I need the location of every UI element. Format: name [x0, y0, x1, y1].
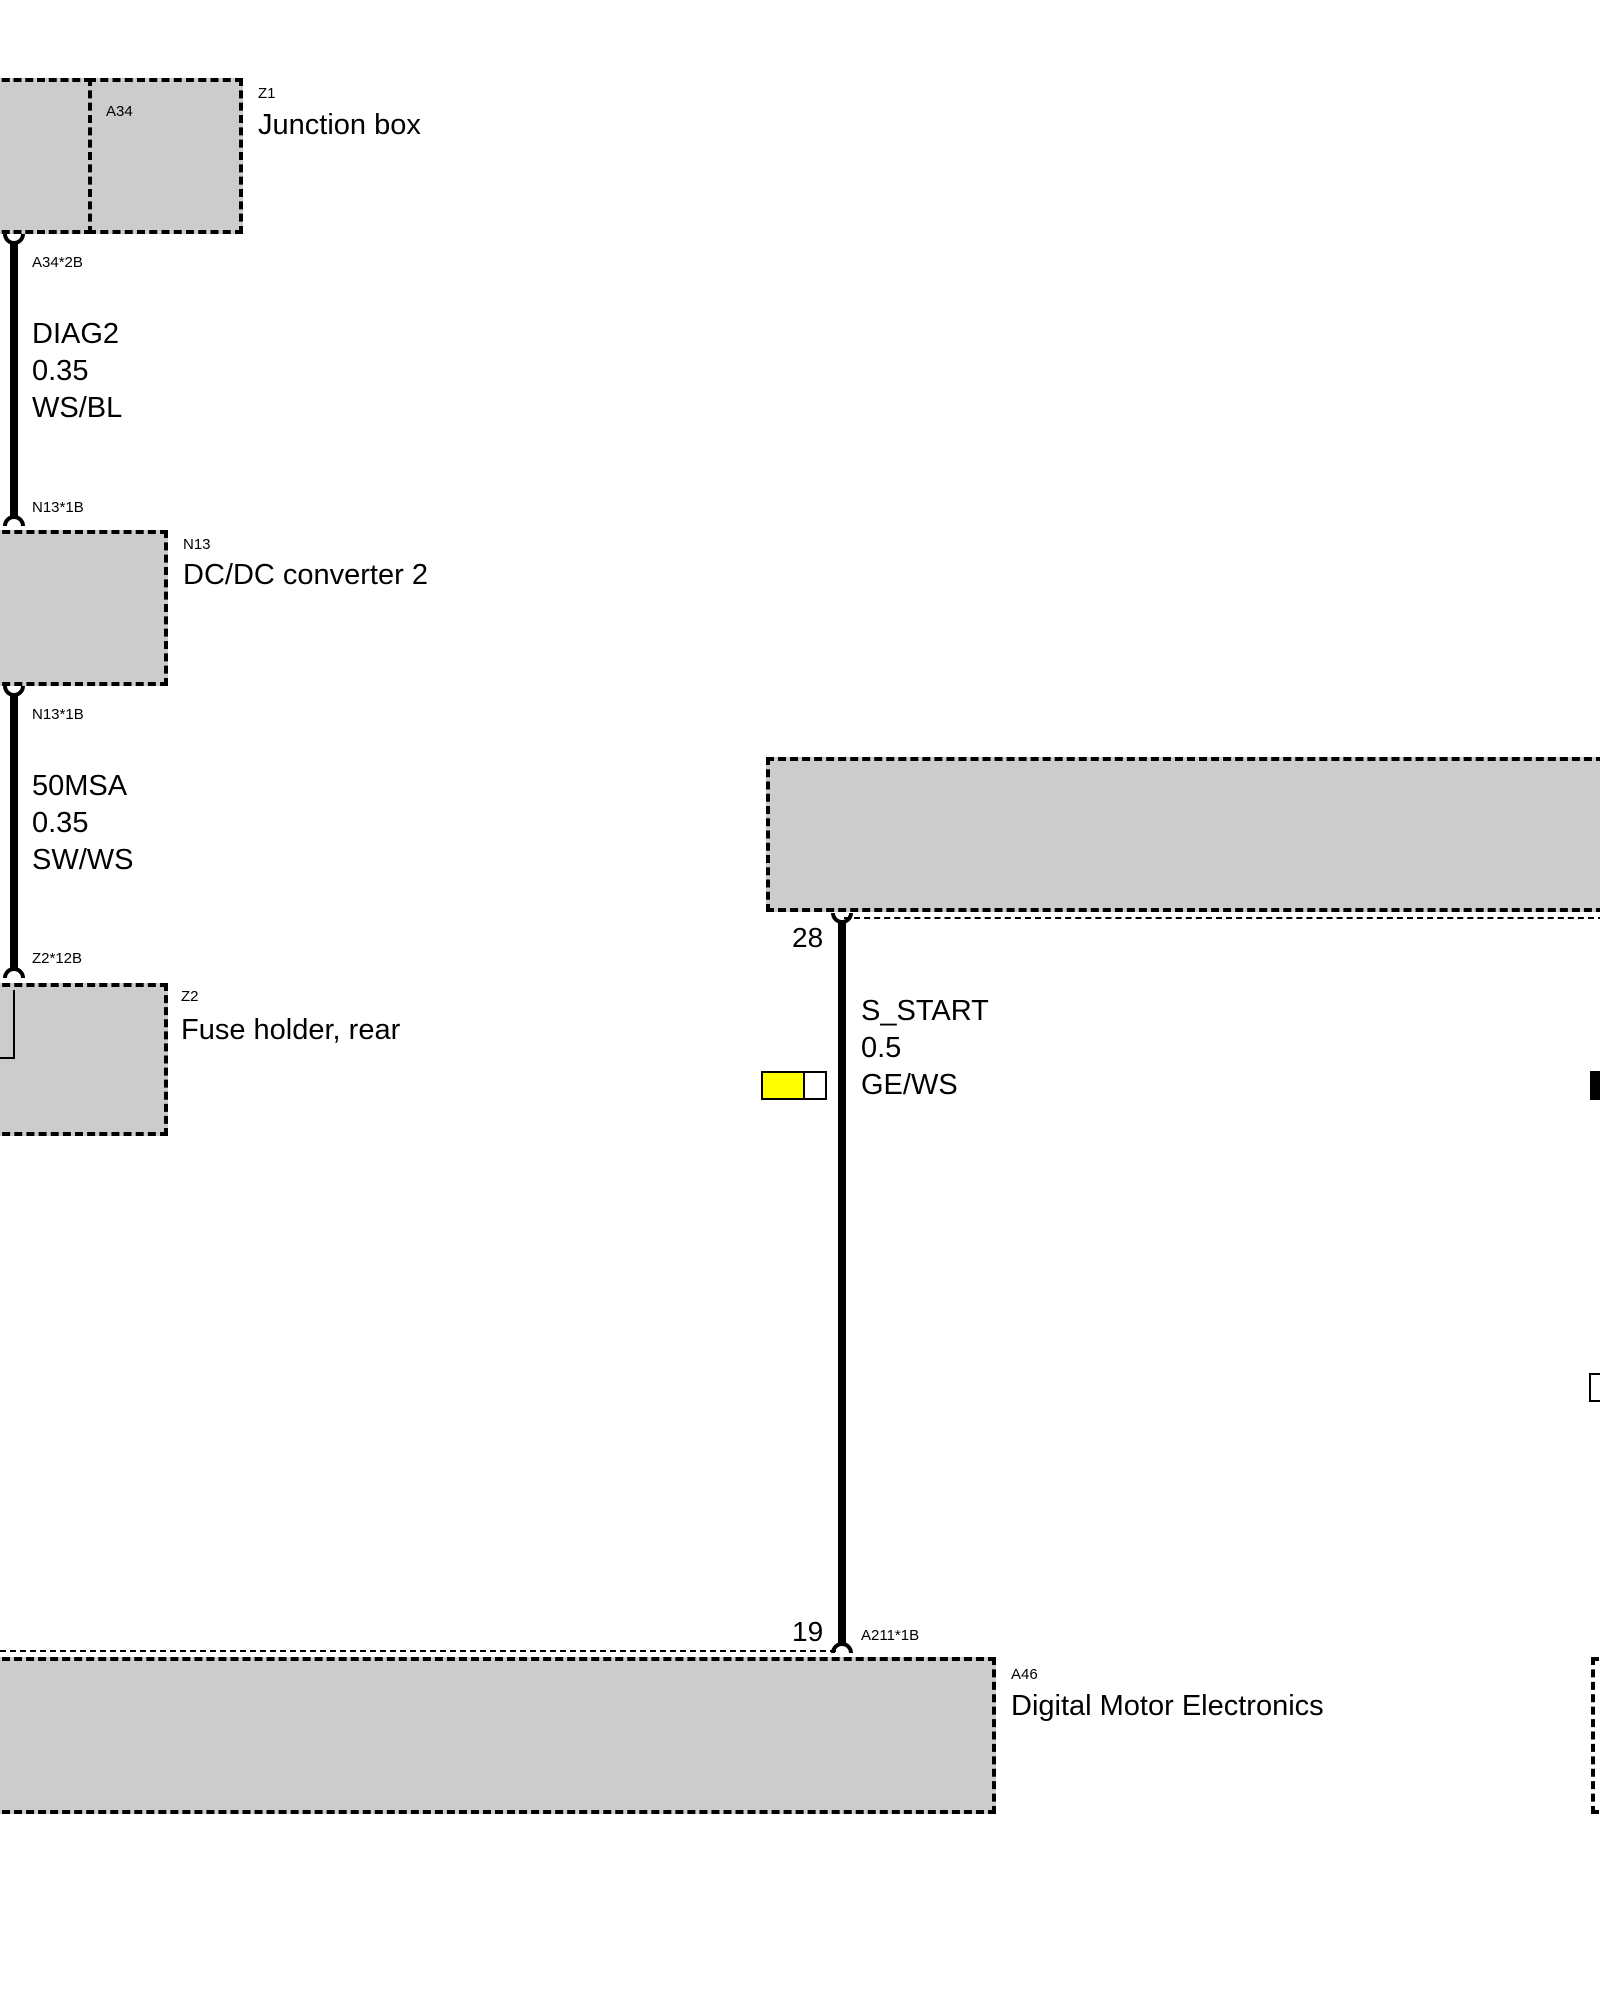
wire-signal-50msa: 50MSA [32, 770, 128, 802]
junction-box-z1 [0, 78, 92, 234]
dc-dc-converter-code: N13 [183, 536, 211, 553]
dme-label: Digital Motor Electronics [1011, 1690, 1324, 1722]
module-shield-line-bottom [0, 1650, 836, 1652]
edge-marker-white [1589, 1373, 1600, 1402]
fuse-holder-z2 [0, 983, 168, 1136]
pin-number-28: 28 [792, 922, 824, 953]
junction-box-sub-code: A34 [106, 103, 133, 120]
dc-dc-converter-n13 [0, 530, 168, 686]
connector-terminal-icon [3, 233, 25, 245]
junction-box-label: Junction box [258, 109, 421, 141]
junction-box-a34-section [88, 78, 243, 234]
wire-size-50msa: 0.35 [32, 807, 89, 839]
connector-n13-1b-top: N13*1B [32, 499, 84, 516]
control-module-top [766, 757, 1600, 912]
fuse-holder-code: Z2 [181, 988, 199, 1005]
wire-size-s-start: 0.5 [861, 1032, 902, 1064]
wire-color-s-start: GE/WS [861, 1069, 958, 1101]
wire-diag2 [10, 244, 18, 519]
wire-color-50msa: SW/WS [32, 844, 134, 876]
connector-a34-2b: A34*2B [32, 254, 83, 271]
dc-dc-converter-label: DC/DC converter 2 [183, 559, 428, 591]
wire-color-swatch-yellow [761, 1071, 805, 1100]
connector-terminal-icon [3, 515, 25, 527]
connector-terminal-icon [3, 967, 25, 979]
connector-terminal-icon [831, 1642, 853, 1654]
fuse-link-icon [0, 990, 15, 1059]
module-shield-line-top [844, 917, 1600, 919]
junction-box-code: Z1 [258, 85, 276, 102]
wire-color-swatch-white [803, 1071, 827, 1100]
fuse-holder-label: Fuse holder, rear [181, 1014, 401, 1046]
digital-motor-electronics-a46 [0, 1657, 996, 1814]
wire-signal-s-start: S_START [861, 995, 989, 1027]
wire-color-diag2: WS/BL [32, 392, 123, 424]
edge-marker-black [1590, 1071, 1600, 1100]
control-module-right-edge [1591, 1657, 1600, 1814]
wire-size-diag2: 0.35 [32, 355, 89, 387]
wire-s-start [838, 922, 846, 1644]
wire-signal-diag2: DIAG2 [32, 318, 120, 350]
wire-50msa [10, 696, 18, 971]
pin-number-19: 19 [792, 1616, 824, 1647]
dme-code: A46 [1011, 1666, 1038, 1683]
connector-z2-12b: Z2*12B [32, 950, 83, 967]
connector-a211-1b: A211*1B [861, 1627, 920, 1644]
connector-n13-1b-bottom: N13*1B [32, 706, 84, 723]
connector-terminal-icon [3, 685, 25, 697]
